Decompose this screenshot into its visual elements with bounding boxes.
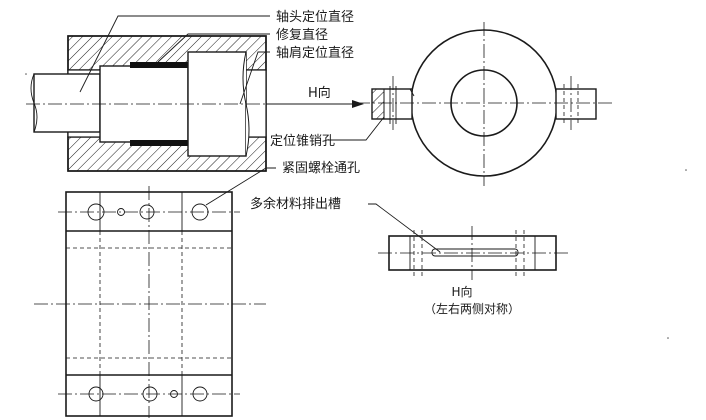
section-view [26, 35, 300, 172]
view-arrow-label: H向 [308, 85, 331, 101]
end-view: 定位锥销孔 [270, 22, 612, 186]
top-labels: 轴头定位直径 修复直径 轴肩定位直径 [79, 10, 354, 105]
view-arrow-h: H向 [266, 85, 364, 108]
h-view: 多余材料排出槽 H向 （左右两侧对称） [250, 196, 568, 316]
label-bolt-hole: 紧固螺栓通孔 [282, 161, 360, 176]
repair-layer-bottom [130, 140, 188, 146]
repair-layer-top [130, 62, 188, 68]
plan-view: 紧固螺栓通孔 [34, 161, 360, 418]
label-shoulder-diameter: 轴肩定位直径 [276, 45, 354, 61]
label-repair-diameter: 修复直径 [276, 28, 328, 43]
relief-groove-slot [431, 248, 519, 257]
shaft-left [30, 73, 101, 133]
h-view-title: H向 [451, 284, 472, 299]
label-dowel-hole: 定位锥销孔 [270, 134, 335, 149]
end-view-right-ear [555, 88, 597, 120]
h-view-note: （左右两侧对称） [424, 301, 520, 316]
label-relief-groove: 多余材料排出槽 [250, 196, 341, 212]
label-shaft-head-diameter: 轴头定位直径 [276, 10, 354, 25]
